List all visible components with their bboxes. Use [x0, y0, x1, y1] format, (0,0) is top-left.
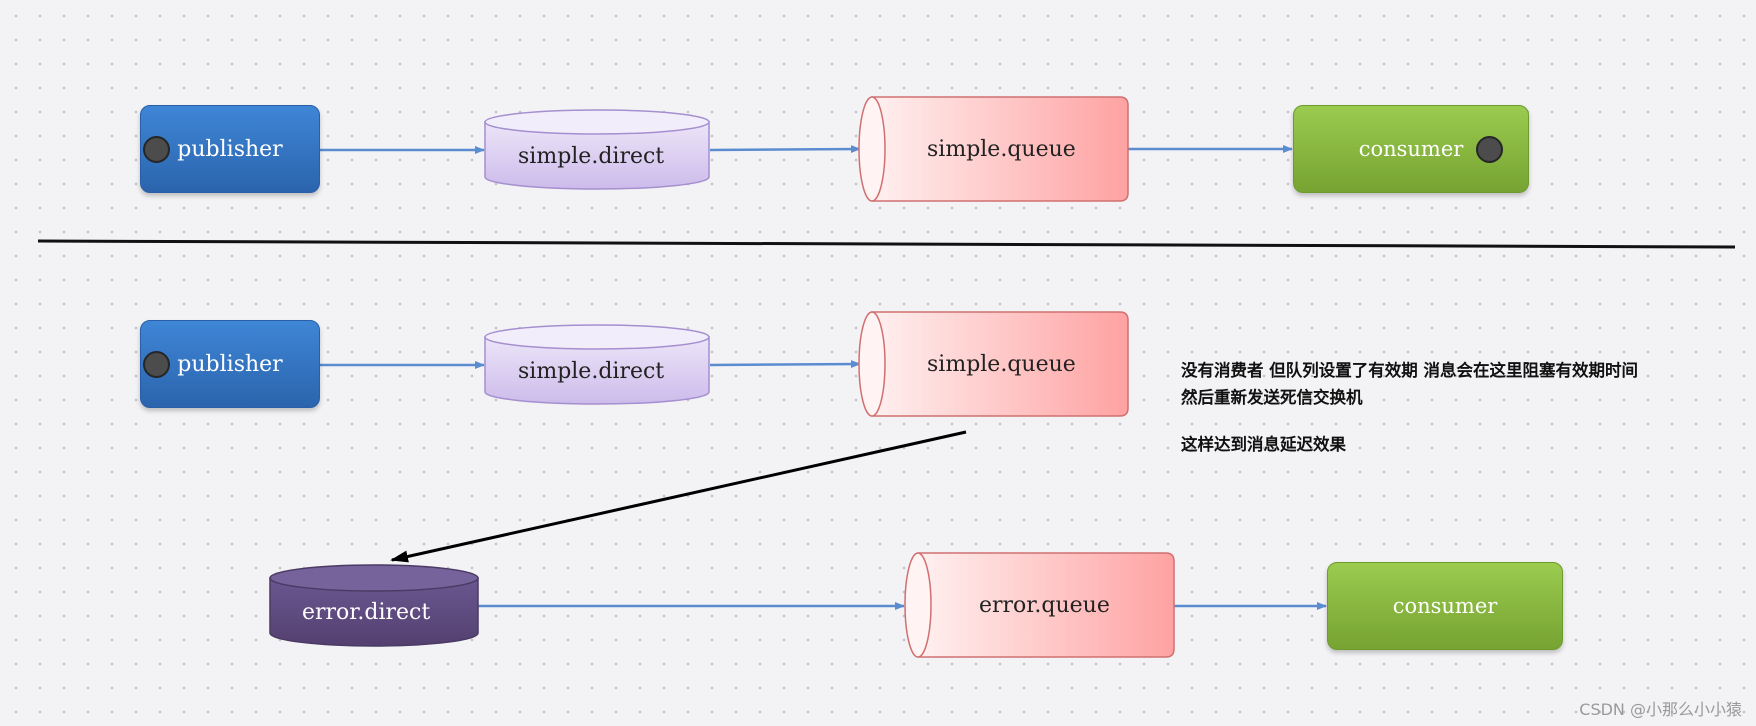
port-dot [143, 351, 170, 378]
connector-bottom-exchange-queue [709, 360, 861, 369]
queue-cylinder-bottom [858, 311, 1129, 417]
exchange-label-bottom: simple.direct [518, 359, 665, 384]
consumer-label: consumer [1358, 137, 1464, 161]
note-line-1: 没有消费者 但队列设置了有效期 消息会在这里阻塞有效期时间 [1181, 361, 1638, 380]
error-queue-cylinder [904, 552, 1175, 658]
queue-label-top: simple.queue [927, 137, 1076, 162]
publisher-label: publisher [177, 351, 283, 377]
publisher-label: publisher [177, 136, 283, 162]
connector-dead-letter-arrow [390, 430, 967, 563]
queue-cylinder-top [858, 96, 1129, 202]
consumer-label: consumer [1392, 594, 1498, 618]
queue-label-bottom: simple.queue [927, 352, 1076, 377]
connector-top-exchange-queue [709, 145, 861, 154]
note-spacer [1181, 411, 1721, 431]
note-line-2: 然后重新发送死信交换机 [1181, 388, 1363, 407]
consumer-box-bottom[interactable]: consumer [1327, 562, 1563, 650]
error-queue-label: error.queue [979, 593, 1110, 618]
port-dot [143, 136, 170, 163]
exchange-cylinder-top [484, 109, 710, 190]
publisher-box-top[interactable]: publisher [140, 105, 320, 193]
port-dot [1476, 136, 1503, 163]
publisher-box-bottom[interactable]: publisher [140, 320, 320, 408]
exchange-label-top: simple.direct [518, 144, 665, 169]
consumer-box-top[interactable]: consumer [1293, 105, 1529, 193]
error-exchange-cylinder [269, 564, 479, 647]
error-exchange-label: error.direct [302, 600, 431, 625]
annotation-note: 没有消费者 但队列设置了有效期 消息会在这里阻塞有效期时间 然后重新发送死信交换… [1181, 357, 1721, 458]
note-line-3: 这样达到消息延迟效果 [1181, 435, 1346, 454]
section-divider [37, 239, 1736, 249]
exchange-cylinder-bottom [484, 324, 710, 405]
watermark: CSDN @小那么小小猿 [1579, 700, 1742, 719]
